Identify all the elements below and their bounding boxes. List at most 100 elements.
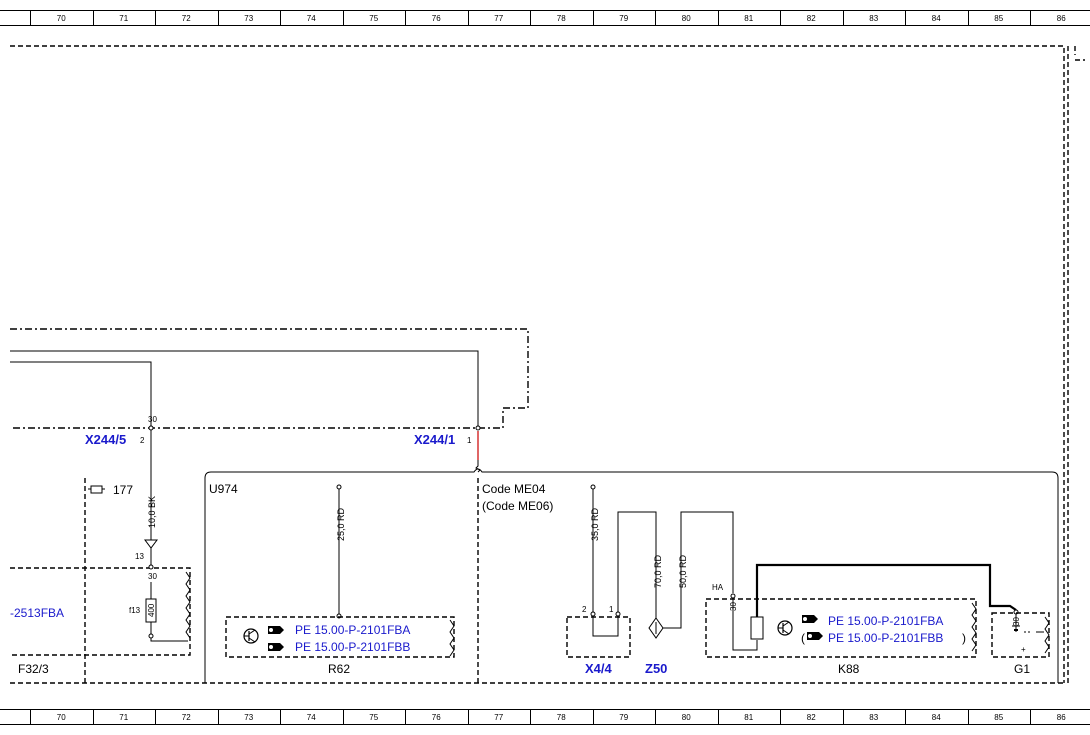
bottom-grid-col-84: 84 bbox=[932, 713, 941, 722]
bottom-grid-col-71: 71 bbox=[119, 713, 128, 722]
top-grid-col-86: 86 bbox=[1057, 14, 1066, 23]
k88-internal-wire bbox=[732, 598, 758, 651]
z50-splice-icon[interactable] bbox=[648, 617, 664, 639]
x244-1-pin[interactable] bbox=[475, 425, 481, 431]
fuse-left-link[interactable]: -2513FBA bbox=[10, 606, 64, 620]
r62-link2-hand-icon bbox=[268, 643, 284, 651]
bottom-grid-col-83: 83 bbox=[869, 713, 878, 722]
bottom-grid-col-86: 86 bbox=[1057, 713, 1066, 722]
bottom-grid-col-82: 82 bbox=[807, 713, 816, 722]
r62-zigzag bbox=[449, 619, 455, 657]
fuse-pin-30[interactable] bbox=[148, 564, 154, 570]
code-label-2: (Code ME06) bbox=[482, 499, 553, 513]
top-grid-col-81: 81 bbox=[744, 14, 753, 23]
r62-link1[interactable]: PE 15.00-P-2101FBA bbox=[295, 623, 410, 637]
x4-4-wire-label: 35,0 RD bbox=[590, 507, 600, 541]
r62-box bbox=[225, 616, 455, 658]
top-grid-col-75: 75 bbox=[369, 14, 378, 23]
r62-link2[interactable]: PE 15.00-P-2101FBB bbox=[295, 640, 410, 654]
fuse-pin-out[interactable] bbox=[148, 633, 154, 639]
r62-link1-hand-icon bbox=[268, 626, 284, 634]
wire-x244-1-drop bbox=[475, 460, 481, 473]
k88-pin-ha-label: HA bbox=[712, 583, 724, 592]
fuse-name: f13 bbox=[129, 606, 141, 615]
top-grid-col-70: 70 bbox=[57, 14, 66, 23]
z50-label[interactable]: Z50 bbox=[645, 661, 667, 676]
r62-wire-label: 25,0 RD bbox=[336, 507, 346, 541]
top-grid-col-85: 85 bbox=[994, 14, 1003, 23]
f32-3-label: F32/3 bbox=[18, 662, 49, 676]
x4-4-wire-top[interactable] bbox=[590, 484, 596, 490]
g1-battery-icon bbox=[1012, 625, 1044, 633]
k88-link2[interactable]: PE 15.00-P-2101FBB bbox=[828, 631, 943, 645]
bottom-grid-col-76: 76 bbox=[432, 713, 441, 722]
x244-5-label[interactable]: X244/5 bbox=[85, 432, 126, 447]
g1-zigzag bbox=[1044, 616, 1050, 654]
k88-link1[interactable]: PE 15.00-P-2101FBA bbox=[828, 614, 943, 628]
f32-3-frame-right bbox=[10, 567, 191, 656]
z50-wire2-label: 50,0 RD bbox=[678, 554, 688, 588]
x4-4-pin2-label: 2 bbox=[582, 605, 587, 614]
k88-link1-hand-icon bbox=[802, 615, 818, 623]
k88-link2-suffix: ) bbox=[962, 631, 966, 645]
f32-3-zigzag bbox=[185, 571, 191, 639]
fuse-ref-number[interactable]: 177 bbox=[113, 483, 133, 497]
k88-pin-30[interactable] bbox=[730, 593, 736, 599]
bottom-grid-col-85: 85 bbox=[994, 713, 1003, 722]
x4-4-pin1[interactable] bbox=[615, 611, 621, 617]
outer-frame-top bbox=[10, 45, 1065, 683]
bottom-grid-col-74: 74 bbox=[307, 713, 316, 722]
bottom-grid-col-77: 77 bbox=[494, 713, 503, 722]
fuse-ref-icon[interactable] bbox=[88, 485, 105, 494]
x244-5-pin-top-label: 30 bbox=[148, 415, 157, 424]
x4-4-box bbox=[566, 616, 631, 658]
top-grid-col-79: 79 bbox=[619, 14, 628, 23]
x244-5-pin-top[interactable] bbox=[148, 425, 154, 431]
fuse-pin-30-label: 30 bbox=[148, 572, 157, 581]
bottom-grid-col-73: 73 bbox=[244, 713, 253, 722]
top-grid-col-83: 83 bbox=[869, 14, 878, 23]
top-grid-col-80: 80 bbox=[682, 14, 691, 23]
top-grid-col-71: 71 bbox=[119, 14, 128, 23]
x4-4-pin2[interactable] bbox=[590, 611, 596, 617]
bottom-grid-col-72: 72 bbox=[182, 713, 191, 722]
k88-box bbox=[705, 598, 977, 658]
bottom-grid-col-80: 80 bbox=[682, 713, 691, 722]
g1-plus: + bbox=[1021, 645, 1026, 654]
k88-battery-cable bbox=[755, 563, 1017, 617]
fuse-rating: 400 bbox=[147, 603, 156, 617]
top-grid-col-82: 82 bbox=[807, 14, 816, 23]
wire-to-x244-5 bbox=[10, 361, 152, 427]
x4-4-to-z50-wire bbox=[617, 511, 657, 618]
z50-wire1-label: 70,0 RD bbox=[653, 554, 663, 588]
bottom-grid-col-81: 81 bbox=[744, 713, 753, 722]
wire-bk-label: 10,0 BK bbox=[147, 496, 157, 528]
bottom-grid-col-78: 78 bbox=[557, 713, 566, 722]
x244-5-pin-label: 2 bbox=[140, 436, 145, 445]
x244-1-pin-label: 1 bbox=[467, 436, 472, 445]
g1-box bbox=[991, 612, 1050, 658]
top-grid-col-84: 84 bbox=[932, 14, 941, 23]
wire-to-x244-1 bbox=[10, 350, 479, 427]
g1-label: G1 bbox=[1014, 662, 1030, 676]
fuse-terminal-arrow bbox=[144, 539, 158, 549]
bottom-grid-col-75: 75 bbox=[369, 713, 378, 722]
k88-zigzag bbox=[971, 602, 977, 652]
k88-label: K88 bbox=[838, 662, 860, 676]
bottom-grid-col-79: 79 bbox=[619, 713, 628, 722]
x244-1-label[interactable]: X244/1 bbox=[414, 432, 455, 447]
top-grid-col-72: 72 bbox=[182, 14, 191, 23]
fuse-pin-13: 13 bbox=[135, 552, 144, 561]
x4-4-label[interactable]: X4/4 bbox=[585, 661, 613, 676]
top-grid-col-76: 76 bbox=[432, 14, 441, 23]
r62-wire-top[interactable] bbox=[336, 484, 342, 490]
z50-to-k88-wire bbox=[656, 511, 734, 629]
x4-4-pin1-label: 1 bbox=[609, 605, 614, 614]
r62-label: R62 bbox=[328, 662, 350, 676]
k88-transistor-icon bbox=[777, 620, 793, 636]
u974-label: U974 bbox=[209, 482, 238, 496]
top-grid-col-74: 74 bbox=[307, 14, 316, 23]
